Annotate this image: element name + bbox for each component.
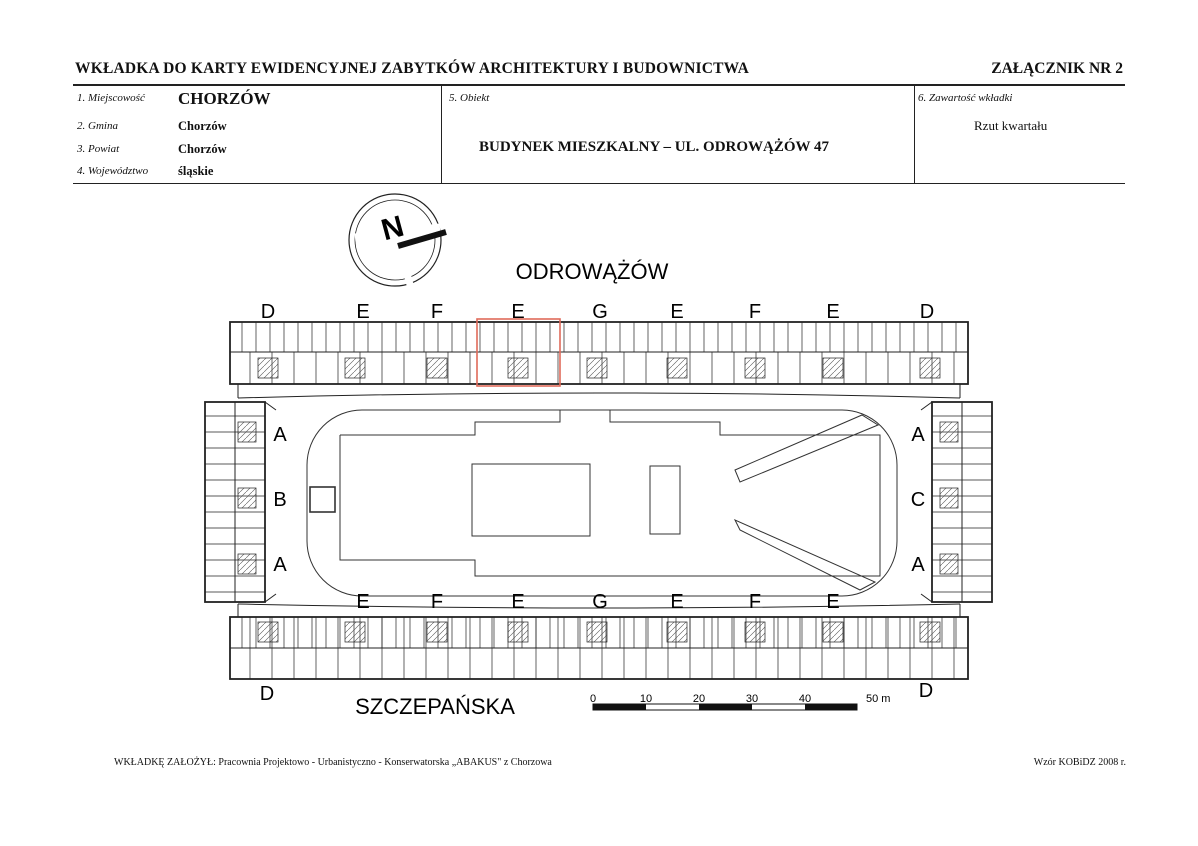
south-wing: [229, 603, 969, 680]
column-divider-1: [441, 85, 442, 183]
segment-label-north: G: [592, 301, 608, 323]
segment-label-west: B: [273, 489, 286, 511]
west-wing-rooms: [205, 415, 265, 593]
segment-label-north: F: [749, 301, 761, 323]
segment-label-north: E: [670, 301, 683, 323]
segment-label-north: E: [356, 301, 369, 323]
segment-label-south: E: [356, 591, 369, 613]
commune-value: Chorzów: [178, 119, 227, 133]
segment-label-south: E: [670, 591, 683, 613]
content-label: 6. Zawartość wkładki: [918, 92, 1013, 104]
scale-tick-label: 50 m: [866, 693, 890, 705]
place-value: CHORZÓW: [178, 89, 271, 108]
place-label: 1. Miejscowość: [77, 92, 145, 104]
form-title: WKŁADKA DO KARTY EWIDENCYJNEJ ZABYTKÓW A…: [75, 60, 750, 77]
east-wing-rooms: [932, 415, 992, 593]
scale-tick-label: 10: [640, 693, 652, 705]
scale-tick-label: 0: [590, 693, 596, 705]
courtyard: [306, 409, 898, 597]
footer-template: Wzór KOBiDZ 2008 r.: [1033, 757, 1126, 768]
commune-label: 2. Gmina: [77, 120, 118, 132]
corner-label-se: D: [919, 680, 933, 702]
attachment-number: ZAŁĄCZNIK NR 2: [991, 60, 1123, 77]
footer-author: WKŁADKĘ ZAŁOŻYŁ: Pracownia Projektowo - …: [114, 757, 552, 768]
district-value: Chorzów: [178, 142, 227, 156]
segment-label-east: A: [911, 554, 925, 576]
north-arrow-icon: N: [348, 193, 447, 293]
segment-label-east: A: [911, 424, 925, 446]
segment-label-south: F: [431, 591, 443, 613]
east-wing: [920, 401, 993, 603]
segment-label-east: C: [911, 489, 925, 511]
corner-label-sw: D: [260, 683, 274, 705]
voivodeship-label: 4. Województwo: [77, 165, 149, 177]
highlighted-building: [476, 318, 561, 387]
scale-tick-label: 40: [799, 693, 811, 705]
content-value: Rzut kwartału: [974, 118, 1048, 133]
north-wing-rooms: [241, 322, 957, 384]
header-bottom-rule: [73, 183, 1125, 184]
north-wing: [229, 321, 969, 399]
segment-label-south: E: [511, 591, 524, 613]
segment-label-north: E: [511, 301, 524, 323]
street-north: ODROWĄŻÓW: [516, 259, 669, 284]
object-label: 5. Obiekt: [449, 92, 490, 104]
voivodeship-value: śląskie: [178, 164, 214, 178]
segment-label-north: F: [431, 301, 443, 323]
scale-tick-label: 30: [746, 693, 758, 705]
segment-label-south: E: [826, 591, 839, 613]
scale-tick-label: 20: [693, 693, 705, 705]
segment-label-west: A: [273, 554, 287, 576]
segment-label-north: E: [826, 301, 839, 323]
segment-label-south: G: [592, 591, 608, 613]
district-label: 3. Powiat: [77, 143, 120, 155]
segment-label-west: A: [273, 424, 287, 446]
header-top-rule: [73, 84, 1125, 86]
south-wing-rooms: [241, 617, 957, 679]
scale-bar: 0 10 20 30 40 50 m: [590, 693, 890, 711]
column-divider-2: [914, 85, 915, 183]
segment-label-north: D: [261, 301, 275, 323]
west-wing: [204, 401, 277, 603]
segment-label-south: F: [749, 591, 761, 613]
object-value: BUDYNEK MIESZKALNY – UL. ODROWĄŻÓW 47: [479, 139, 830, 155]
north-letter: N: [378, 210, 407, 247]
segment-label-north: D: [920, 301, 934, 323]
street-south: SZCZEPAŃSKA: [355, 694, 515, 719]
